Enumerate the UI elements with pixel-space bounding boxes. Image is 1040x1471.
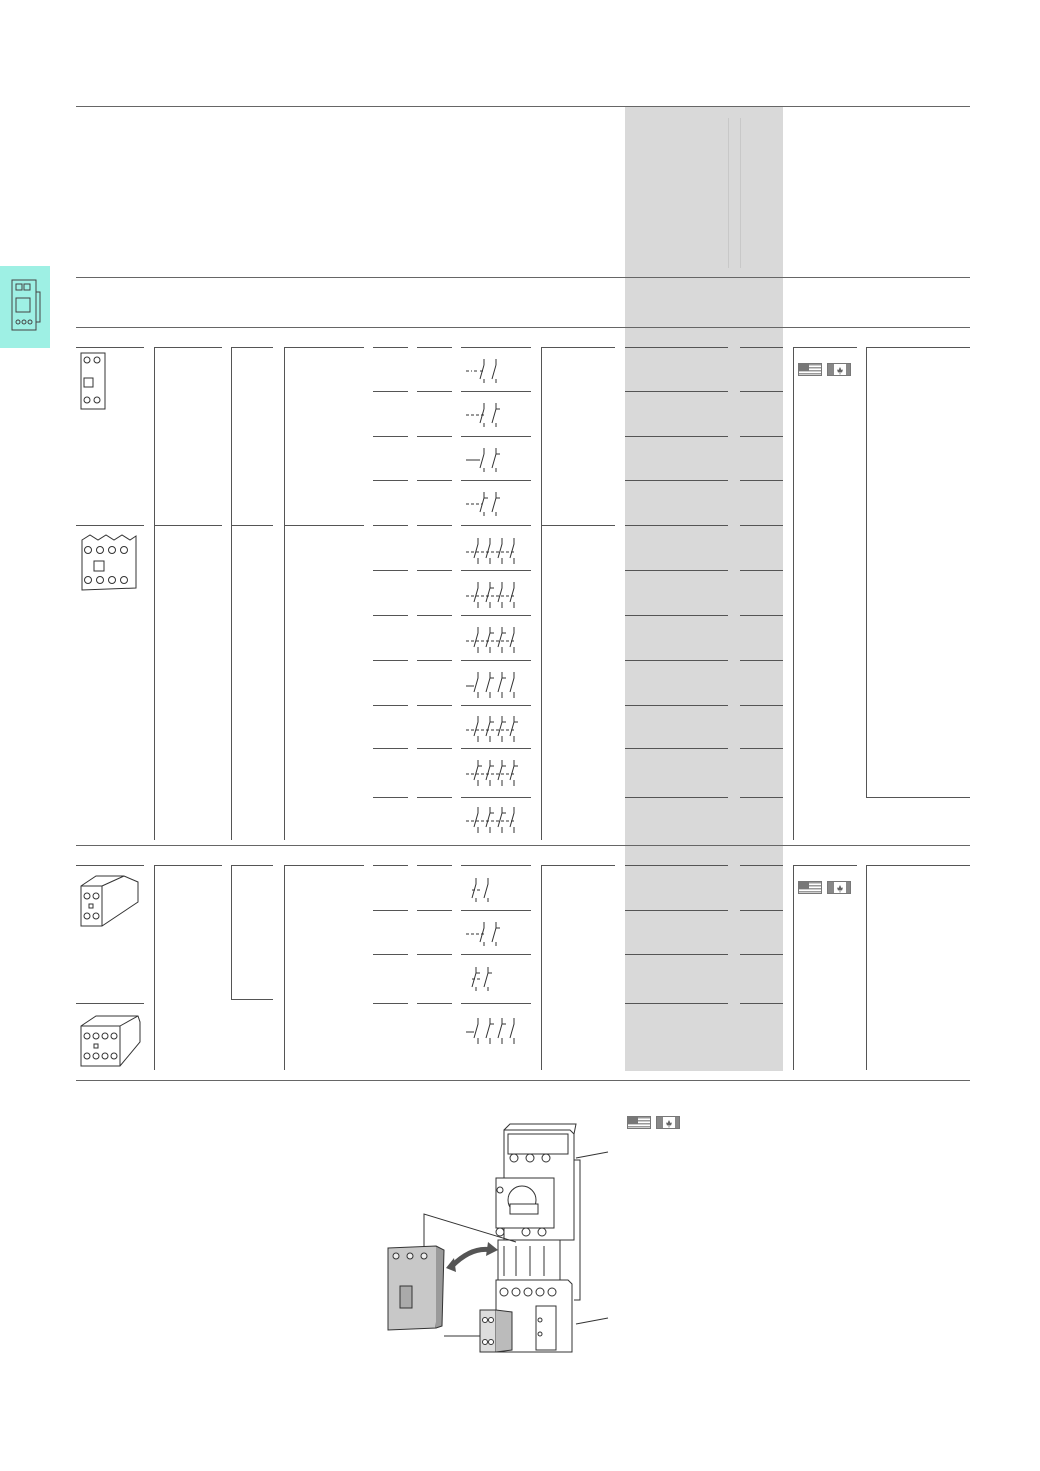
auxiliary-contact-4pole-icon (81, 534, 137, 591)
contact-symbol-2nc-icon (471, 967, 492, 991)
motor-starter-assembly-illustration (387, 1123, 609, 1353)
contact-symbol-2no-icon (471, 878, 489, 902)
table-top-rule (76, 106, 970, 107)
contact-symbol-1no-1nc-icon (466, 922, 500, 946)
contact-symbol-no-nc-icon (466, 403, 500, 427)
section-divider-rule (76, 845, 970, 846)
us-flag-icon (798, 363, 822, 376)
canada-flag-icon (827, 363, 851, 376)
contact-symbol-no-no-icon (466, 359, 497, 383)
contact-symbol-nc-nc-icon (466, 492, 500, 516)
side-auxiliary-contact-2pole-icon (80, 875, 139, 927)
us-flag-icon (627, 1116, 651, 1129)
shaded-column-divider (728, 118, 729, 268)
canada-flag-icon (827, 881, 851, 894)
contact-symbol-2no-2nc-c-icon (466, 1018, 515, 1044)
side-auxiliary-contact-4pole-icon (80, 1015, 141, 1067)
auxiliary-contact-2pole-icon (80, 352, 106, 410)
contact-symbol-nc-nc-b-icon (466, 448, 500, 472)
shaded-column-divider (740, 118, 741, 268)
header-rule (76, 277, 970, 278)
contact-symbol-4nc-icon (466, 760, 518, 786)
contact-symbol-1no-3nc-icon (466, 716, 518, 742)
subheader-rule (76, 327, 970, 328)
contact-symbol-1no-3nc-b-icon (466, 672, 515, 698)
contact-symbol-2no-2nc-icon (466, 627, 516, 653)
table-bottom-rule (76, 1080, 970, 1081)
contact-symbol-3no-1nc-icon (466, 582, 516, 608)
contact-symbol-2no-2nc-b-icon (466, 807, 516, 833)
us-flag-icon (798, 881, 822, 894)
side-tab (0, 266, 50, 348)
canada-flag-icon (656, 1116, 680, 1129)
contact-symbol-4no-icon (466, 538, 516, 564)
shaded-column (625, 106, 783, 1071)
contactor-icon (11, 279, 41, 331)
